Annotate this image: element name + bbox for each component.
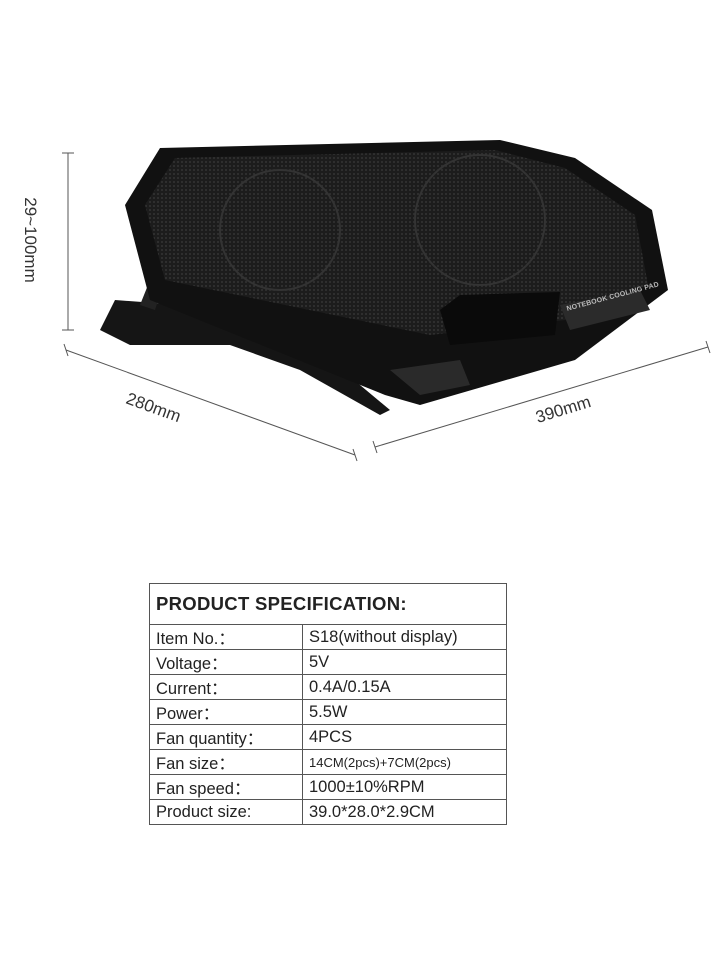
spec-value: S18(without display) (302, 624, 507, 650)
spec-value: 14CM(2pcs)+7CM(2pcs) (302, 749, 507, 775)
spec-value: 4PCS (302, 724, 507, 750)
table-row: Fan speed：1000±10%RPM (149, 774, 507, 800)
spec-value: 1000±10%RPM (302, 774, 507, 800)
height-label: 29~100mm (20, 197, 40, 283)
table-row: Power：5.5W (149, 699, 507, 725)
logo-panel (560, 290, 650, 330)
table-row: Current：0.4A/0.15A (149, 674, 507, 700)
spec-title: PRODUCT SPECIFICATION: (149, 583, 507, 625)
spec-key: Current： (149, 674, 303, 700)
spec-key: Product size: (149, 799, 303, 825)
spec-value: 39.0*28.0*2.9CM (302, 799, 507, 825)
table-row: Item No.：S18(without display) (149, 624, 507, 650)
cooling-pad-illustration (62, 140, 711, 462)
spec-key: Power： (149, 699, 303, 725)
spec-key: Fan speed： (149, 774, 303, 800)
spec-key: Fan quantity： (149, 724, 303, 750)
height-dimension-line (62, 152, 74, 331)
table-row: Voltage：5V (149, 649, 507, 675)
table-row: Product size:39.0*28.0*2.9CM (149, 799, 507, 825)
spec-value: 0.4A/0.15A (302, 674, 507, 700)
stand (100, 300, 390, 415)
table-row: Fan size：14CM(2pcs)+7CM(2pcs) (149, 749, 507, 775)
width-dimension-line (372, 340, 711, 454)
table-row: Fan quantity：4PCS (149, 724, 507, 750)
spec-key: Voltage： (149, 649, 303, 675)
spec-key: Fan size： (149, 749, 303, 775)
spec-key: Item No.： (149, 624, 303, 650)
spec-table: PRODUCT SPECIFICATION: Item No.：S18(with… (149, 583, 507, 825)
spec-value: 5.5W (302, 699, 507, 725)
spec-value: 5V (302, 649, 507, 675)
depth-dimension-line (63, 343, 358, 462)
